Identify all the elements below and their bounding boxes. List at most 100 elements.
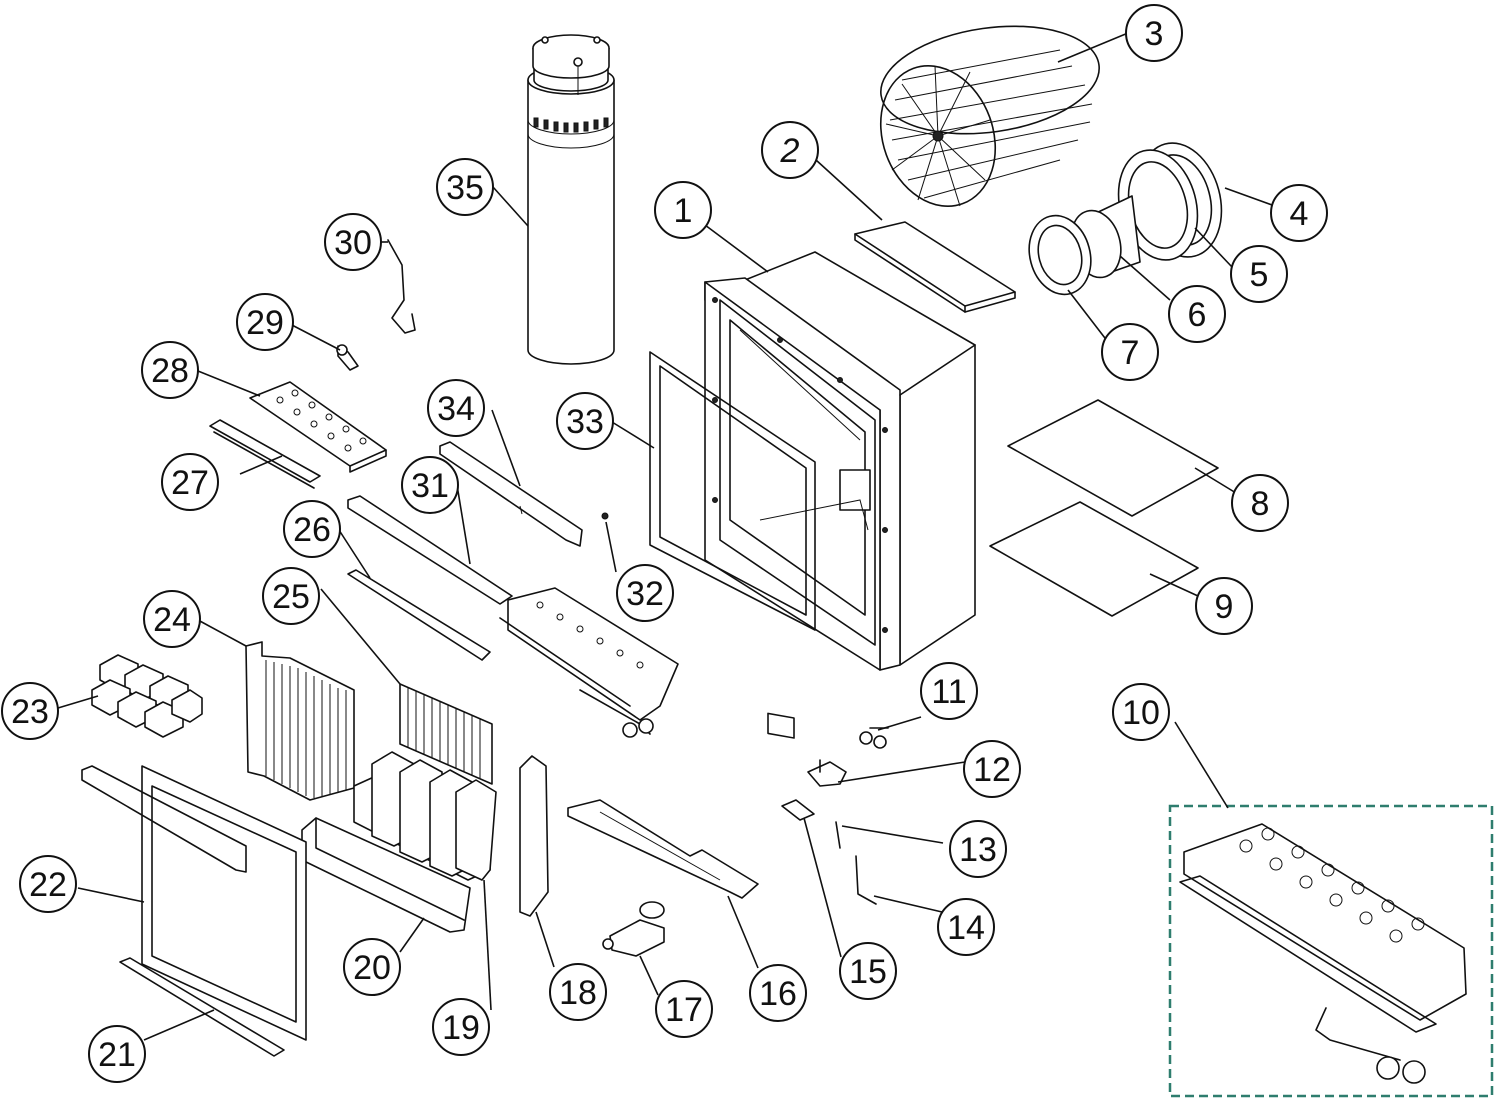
callout-25: 25	[262, 567, 320, 625]
part-gasket-frame	[649, 351, 816, 631]
callout-32: 32	[616, 564, 674, 622]
svg-text:1: 1	[674, 192, 693, 230]
part-screw-32	[601, 512, 609, 520]
callout-5: 5	[1230, 245, 1288, 303]
svg-text:8: 8	[1251, 485, 1270, 523]
svg-text:22: 22	[29, 866, 67, 904]
part-vent-pipe	[527, 34, 615, 365]
callout-35: 35	[436, 158, 494, 216]
svg-text:16: 16	[759, 975, 797, 1013]
svg-text:7: 7	[1121, 334, 1140, 372]
svg-text:34: 34	[437, 390, 475, 428]
svg-text:32: 32	[626, 575, 664, 613]
callout-13: 13	[949, 820, 1007, 878]
callout-1: 1	[654, 181, 712, 239]
callout-4: 4	[1270, 184, 1328, 242]
part-bracket-31	[347, 495, 513, 605]
part-burner-assembly	[499, 587, 679, 738]
part-refractory-panel-24	[245, 641, 355, 801]
part-base-plate	[567, 799, 759, 899]
part-channel-27	[209, 419, 321, 489]
svg-text:13: 13	[959, 831, 997, 869]
svg-text:17: 17	[665, 991, 703, 1029]
part-bracket-34	[439, 441, 583, 547]
part-clip-30	[387, 239, 416, 334]
svg-text:25: 25	[272, 578, 310, 616]
callout-9: 9	[1195, 577, 1253, 635]
svg-text:10: 10	[1122, 694, 1160, 732]
callout-7: 7	[1101, 323, 1159, 381]
svg-text:24: 24	[153, 601, 191, 639]
svg-text:35: 35	[446, 169, 484, 207]
svg-text:28: 28	[151, 352, 189, 390]
callout-6: 6	[1168, 285, 1226, 343]
part-gas-valve	[602, 901, 665, 957]
svg-text:3: 3	[1145, 15, 1164, 53]
svg-text:31: 31	[411, 467, 449, 505]
leader-lines	[57, 32, 1273, 1041]
part-rail-26	[347, 569, 491, 661]
part-bottom-trim	[119, 957, 285, 1057]
part-gasket-15	[781, 799, 815, 821]
part-burner-plate	[249, 381, 387, 473]
part-top-plate	[854, 221, 1016, 313]
callout-31: 31	[401, 456, 459, 514]
svg-text:5: 5	[1250, 256, 1269, 294]
callout-11: 11	[920, 662, 978, 720]
part-flange-rings	[1028, 142, 1223, 296]
callout-2: 2	[761, 121, 819, 179]
callout-29: 29	[236, 293, 294, 351]
svg-text:21: 21	[98, 1036, 136, 1074]
part-door-frame	[81, 765, 307, 1041]
callout-34: 34	[427, 379, 485, 437]
svg-text:2: 2	[780, 132, 800, 170]
callout-23: 23	[1, 682, 59, 740]
svg-text:11: 11	[931, 673, 966, 711]
detail-box-burner-10	[1168, 804, 1494, 1098]
svg-text:19: 19	[442, 1009, 480, 1047]
part-fittings-11	[859, 727, 889, 749]
svg-text:18: 18	[559, 974, 597, 1012]
part-basket-grate	[879, 25, 1100, 208]
callout-8: 8	[1231, 474, 1289, 532]
part-side-panel	[519, 755, 549, 917]
callout-33: 33	[556, 392, 614, 450]
svg-text:29: 29	[246, 304, 284, 342]
svg-text:30: 30	[334, 224, 372, 262]
svg-text:33: 33	[566, 403, 604, 441]
part-fitting-29	[336, 344, 359, 371]
part-electrode-13	[835, 821, 841, 849]
svg-text:14: 14	[947, 909, 985, 947]
callout-18: 18	[549, 963, 607, 1021]
callout-26: 26	[283, 500, 341, 558]
svg-text:27: 27	[171, 464, 209, 502]
callout-27: 27	[161, 453, 219, 511]
callout-20: 20	[343, 938, 401, 996]
callout-12: 12	[963, 740, 1021, 798]
callout-30: 30	[324, 213, 382, 271]
callout-10: 10	[1112, 683, 1170, 741]
part-log-set	[353, 751, 497, 881]
callout-15: 15	[839, 942, 897, 1000]
part-thermocouple-14	[855, 855, 877, 905]
callout-16: 16	[749, 964, 807, 1022]
callout-3: 3	[1125, 4, 1183, 62]
callout-22: 22	[19, 855, 77, 913]
callout-24: 24	[143, 590, 201, 648]
callout-19: 19	[432, 998, 490, 1056]
callout-14: 14	[937, 898, 995, 956]
callout-28: 28	[141, 341, 199, 399]
part-ribbed-panel-25	[399, 683, 493, 785]
callout-17: 17	[655, 980, 713, 1038]
part-firebox-enclosure	[704, 251, 976, 739]
svg-text:12: 12	[973, 751, 1011, 789]
callout-21: 21	[88, 1025, 146, 1083]
svg-text:23: 23	[11, 693, 49, 731]
part-decorative-stones	[91, 654, 203, 738]
svg-text:26: 26	[293, 511, 331, 549]
svg-text:6: 6	[1188, 296, 1207, 334]
part-pilot-12	[807, 759, 847, 787]
svg-text:20: 20	[353, 949, 391, 987]
svg-text:15: 15	[849, 953, 887, 991]
